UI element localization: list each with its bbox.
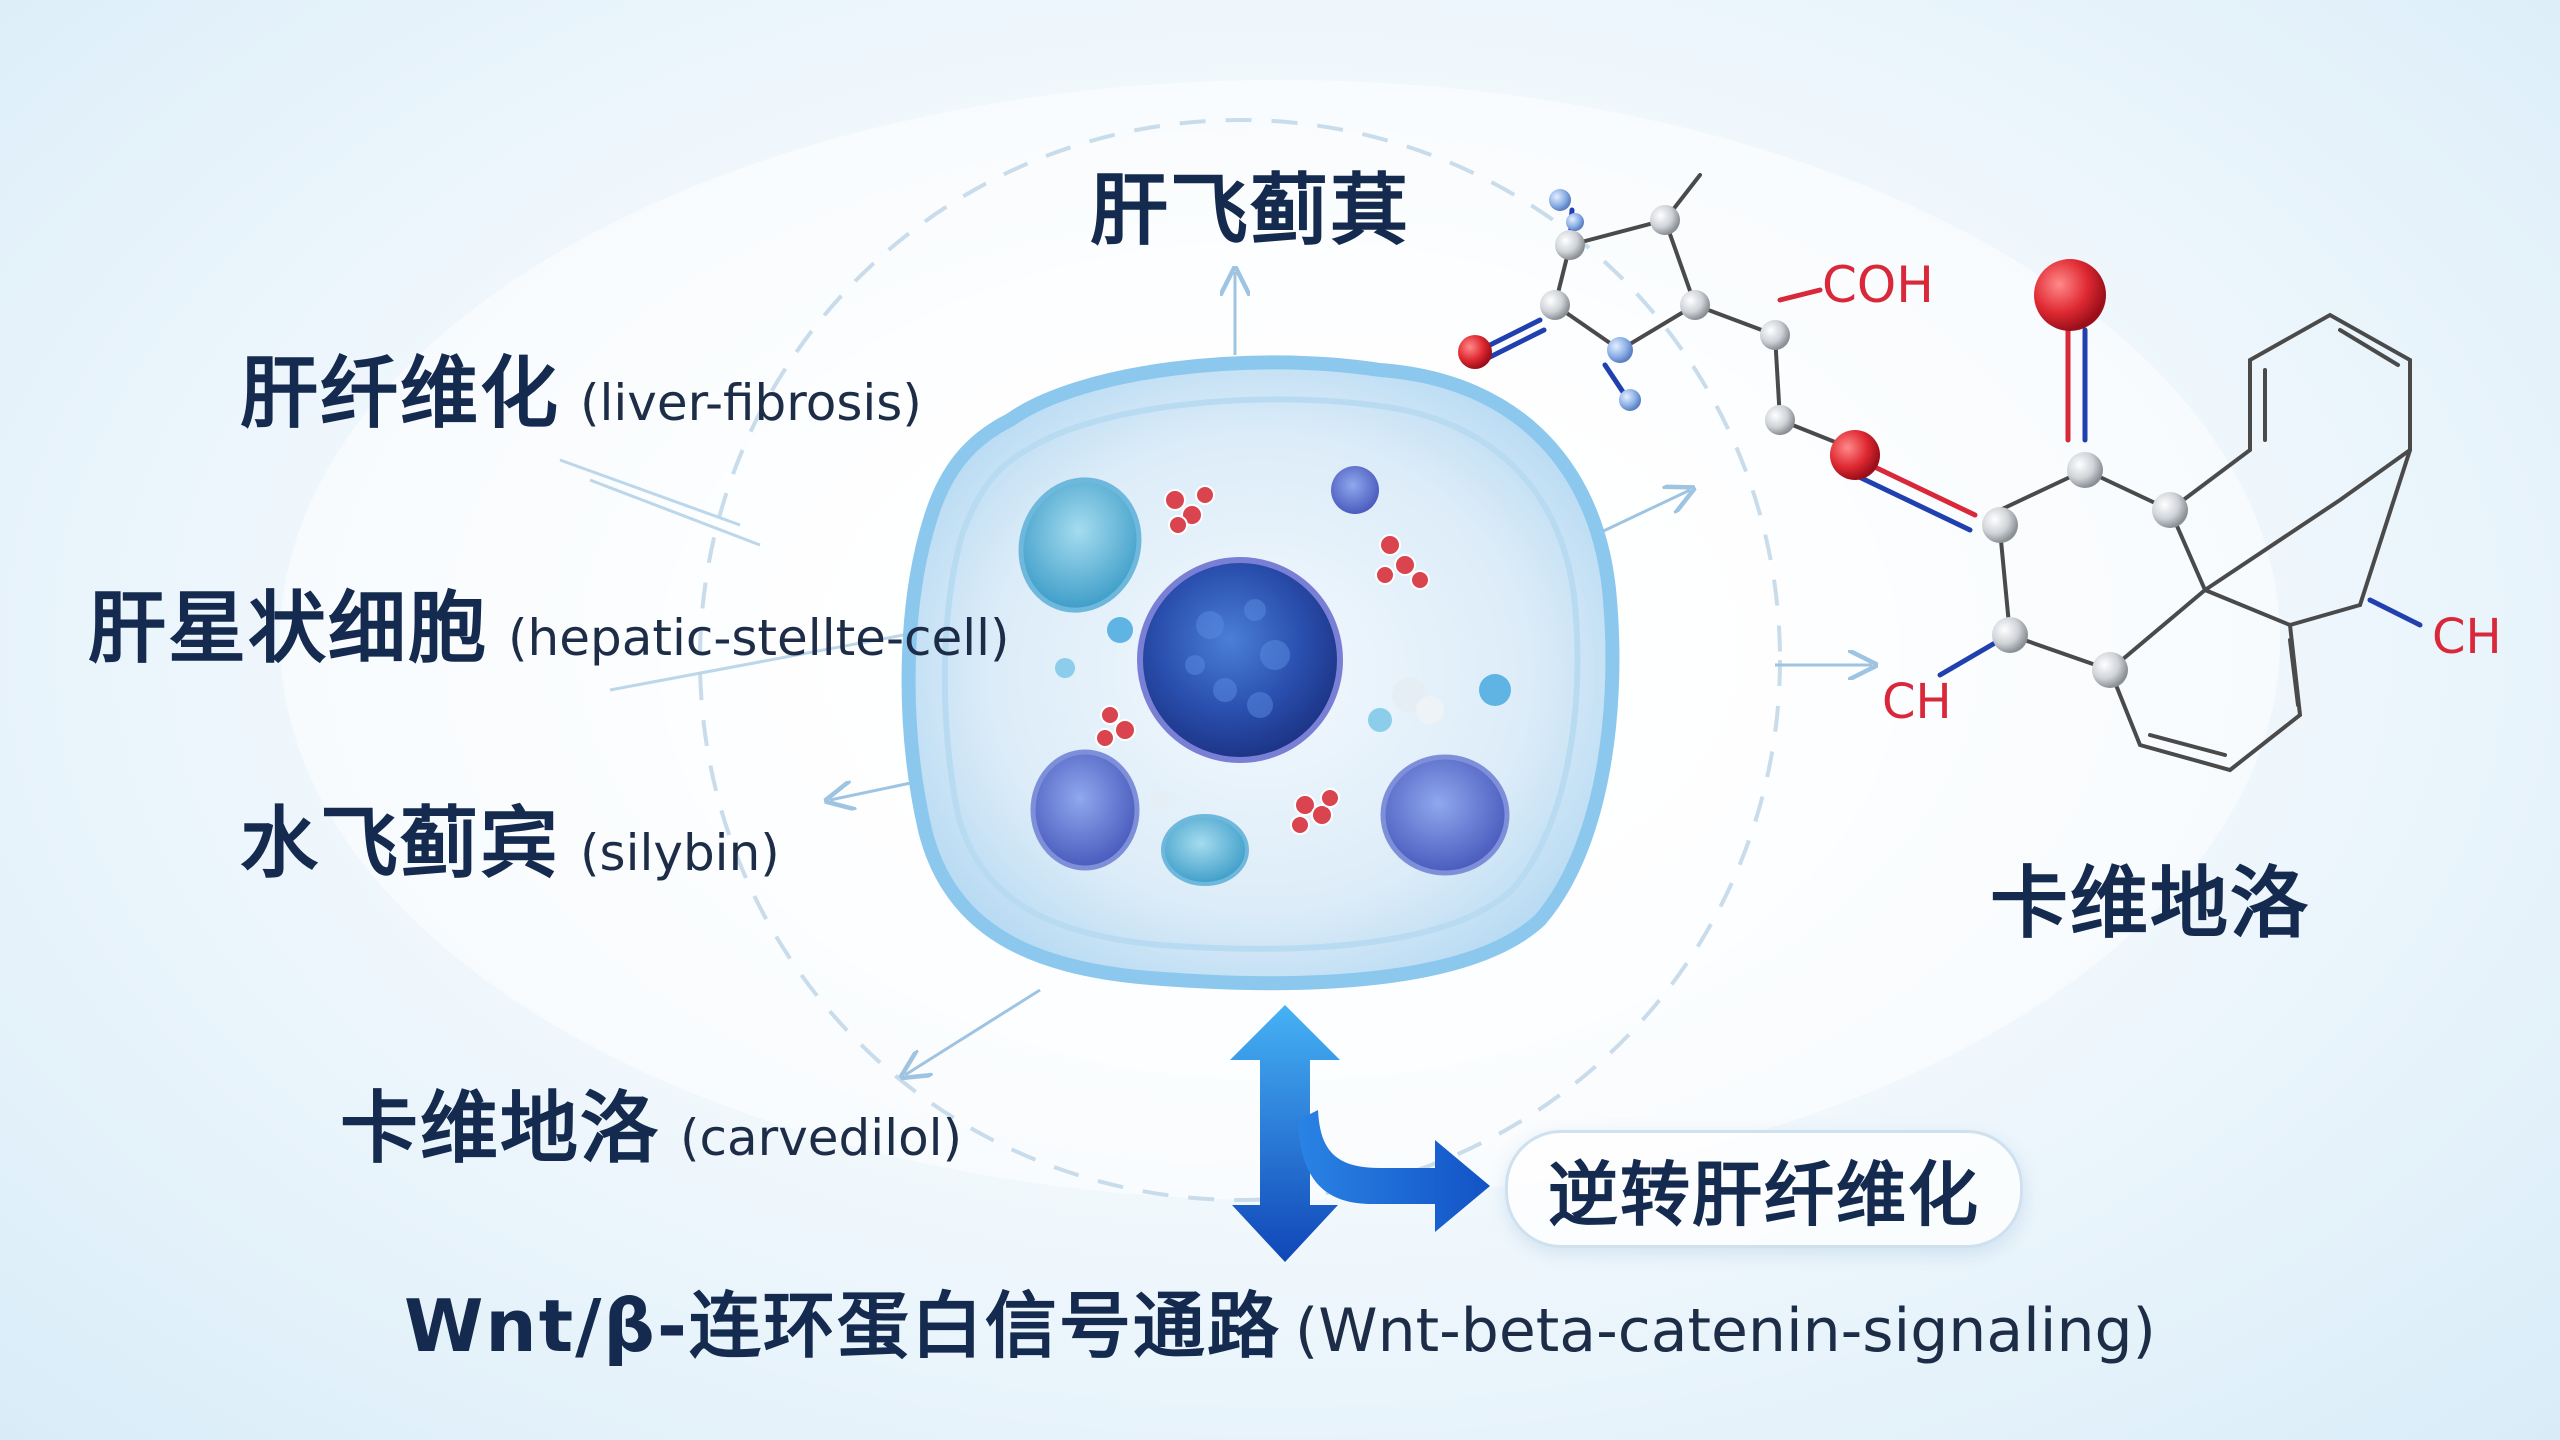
cell-inner-membrane [941,396,1581,952]
hepatic-stellate-cell-illustration [901,355,1620,991]
atom-label-ch-left: CH [1882,674,1952,730]
connector-lines [559,458,931,692]
nucleus [1137,557,1343,763]
atoms [1458,189,2188,688]
label-carvedilol-right: 卡维地洛 [1990,865,2310,943]
atom-label-ch-right: CH [2432,609,2502,665]
carvedilol-left-en: (carvedilol) [680,1109,963,1167]
organelle-top-right [1331,466,1379,514]
hsc-zh: 肝星状细胞 [88,584,489,674]
arrow-lower-left [905,988,1041,1075]
organelle-bottom-right [1380,754,1510,876]
liver-fibrosis-en: (liver-fibrosis) [580,374,922,432]
carvedilol-left-zh: 卡维地洛 [340,1084,661,1174]
reverse-fibrosis-box: 逆转肝纤维化 [1505,1130,2023,1248]
organelle-bottom-center [1161,814,1249,886]
pathway-en: (Wnt-beta-catenin-signaling) [1294,1296,2156,1366]
molecule-structure: COH CH CH [1458,173,2502,773]
vesicles [1055,617,1511,810]
label-silybin: 水飞蓟宾(silybin) [240,805,780,883]
red-granules [1095,485,1430,835]
atom-label-coh: COH [1822,256,1934,314]
label-carvedilol-left: 卡维地洛(carvedilol) [340,1090,962,1168]
nucleus-texture [1185,599,1290,718]
label-hepatic-stellate-cell: 肝星状细胞(hepatic-stellte-cell) [88,590,1010,668]
bonds [1553,173,2412,773]
arrow-upper-right [1594,490,1690,537]
hsc-en: (hepatic-stellte-cell) [508,609,1010,667]
top-drug-zh: 肝飞蓟萁 [1090,166,1411,256]
pathway-zh: Wnt/β-连环蛋白信号通路 [404,1284,1281,1368]
pathway-title: Wnt/β-连环蛋白信号通路(Wnt-beta-catenin-signalin… [0,1290,2560,1362]
vertical-double-arrow [1230,1005,1340,1262]
organelle-bottom-left [1030,749,1140,871]
carvedilol-right-zh: 卡维地洛 [1990,859,2311,949]
label-liver-fibrosis: 肝纤维化(liver-fibrosis) [240,355,922,433]
silybin-zh: 水飞蓟宾 [240,799,561,889]
organelle-top-left [1018,477,1142,613]
side-arrow-to-reverse [1298,1110,1490,1232]
orbit-arrows [830,272,1872,1075]
label-top-drug: 肝飞蓟萁 [1090,172,1410,250]
liver-fibrosis-zh: 肝纤维化 [240,349,561,439]
silybin-en: (silybin) [580,824,780,882]
dashed-orbit-circle [698,118,1782,1202]
reverse-fibrosis-text: 逆转肝纤维化 [1548,1153,1980,1236]
